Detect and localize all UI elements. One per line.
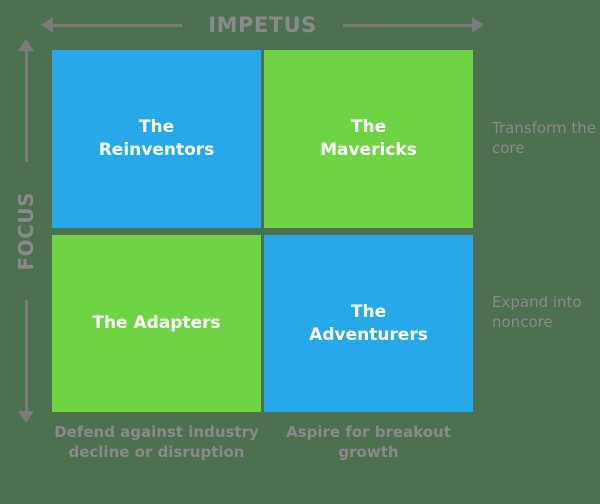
impetus-axis-label: IMPETUS — [208, 13, 317, 37]
arrow-down-icon — [24, 300, 28, 412]
focus-axis-label: FOCUS — [14, 191, 38, 271]
quadrant-label: The Adapters — [92, 312, 220, 335]
quadrant-label-line1: The — [350, 117, 387, 138]
row-note-transform-the-core: Transform the core — [492, 119, 596, 158]
impetus-axis: IMPETUS — [52, 6, 473, 44]
quadrant-label-line1: The — [350, 301, 387, 322]
quadrant-label-line1: The Adapters — [92, 313, 221, 334]
quadrant-label: The Reinventors — [99, 116, 215, 162]
arrow-up-icon — [24, 50, 28, 162]
quadrant-label: The Mavericks — [320, 116, 417, 162]
row-note-expand-into-noncore: Expand into noncore — [492, 293, 582, 332]
quadrant-the-adventurers[interactable]: The Adventurers — [264, 235, 473, 412]
quadrant-the-reinventors[interactable]: The Reinventors — [52, 50, 261, 228]
column-note-defend-against-industry-decline: Defend against industry decline or disru… — [54, 423, 259, 462]
quadrant-label-line1: The — [138, 117, 175, 138]
quadrant-the-mavericks[interactable]: The Mavericks — [264, 50, 473, 228]
quadrant-grid: The Reinventors The Mavericks The Adapte… — [52, 50, 473, 412]
quadrant-the-adapters[interactable]: The Adapters — [52, 235, 261, 412]
focus-axis: FOCUS — [4, 50, 48, 412]
quadrant-label: The Adventurers — [309, 301, 428, 347]
column-note-aspire-for-breakout-growth: Aspire for breakout growth — [286, 423, 451, 462]
quadrant-label-line2: Mavericks — [320, 140, 417, 160]
arrow-left-icon — [52, 23, 182, 27]
quadrant-label-line2: Reinventors — [98, 140, 215, 160]
arrow-right-icon — [342, 23, 473, 27]
quadrant-label-line2: Adventurers — [309, 324, 428, 345]
